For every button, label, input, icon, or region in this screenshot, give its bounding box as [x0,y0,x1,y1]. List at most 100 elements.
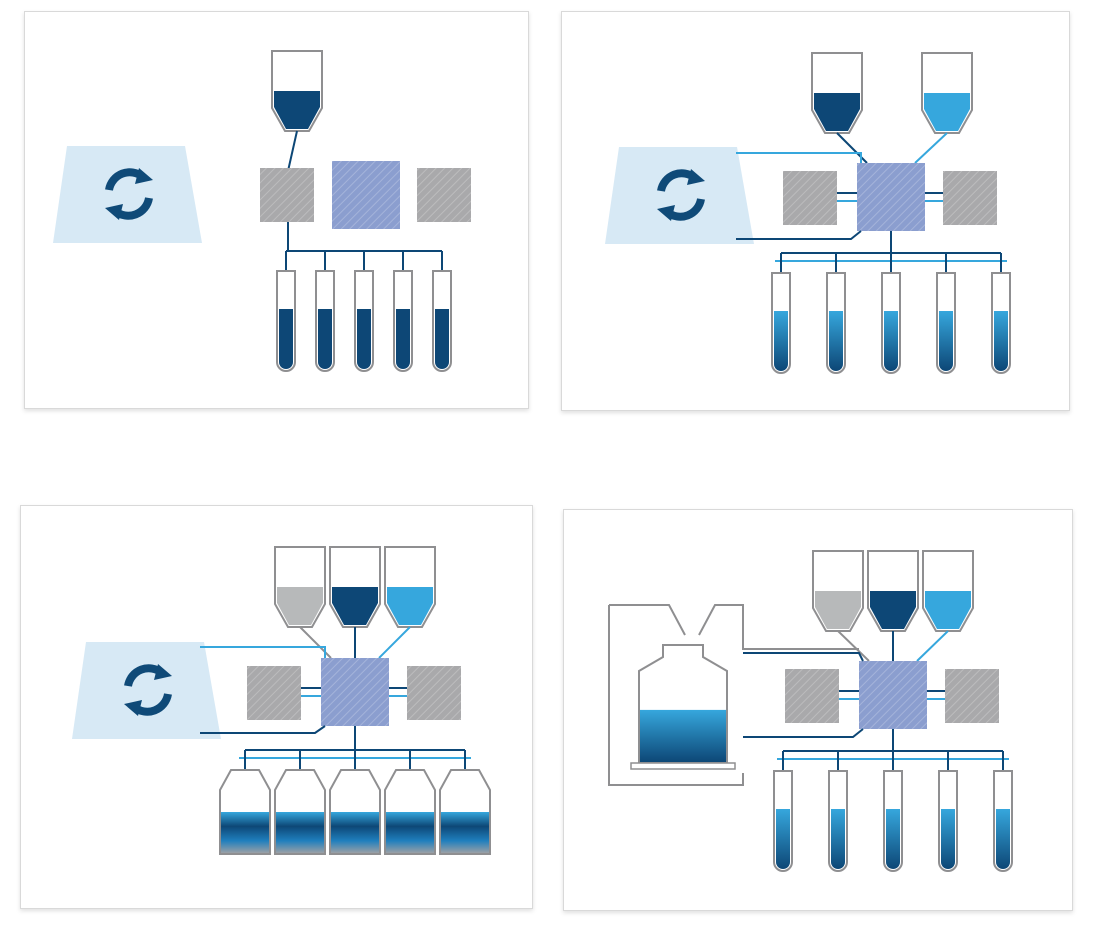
side-module-right-hatch [417,168,471,222]
bottle-fluid [441,812,489,853]
hopper-container-icon [922,550,974,632]
hub-module [859,661,927,729]
bottle-fluid [276,812,324,853]
vessel-fluid [640,709,726,762]
side-module-left-hatch [783,171,837,225]
bottle-icon [329,769,381,855]
hopper-container-icon [384,546,436,628]
tube-fluid [774,311,788,371]
recycle-arrows-icon [124,664,172,716]
diagram-panel [563,509,1073,911]
hub-module-hatch [857,163,925,231]
recycle-feed-line [736,152,862,163]
diagram-panel [20,505,533,909]
hub-module [332,161,400,229]
hopper-container-icon [812,550,864,632]
side-module-right [417,168,471,222]
hopper-fluid [387,587,433,625]
test-tube-icon [315,270,335,372]
recycle-arrowhead-bottom [124,700,142,716]
hub-module-hatch [859,661,927,729]
tube-fluid [939,311,953,371]
recycle-arrowhead-top [135,168,153,184]
source-to-hub-line [378,626,411,659]
diagram-panel [561,11,1070,411]
side-module-right [407,666,461,720]
vessel-enclosure-top [609,604,859,650]
diagram-panel [24,11,529,409]
recycle-arrowhead-bottom [105,204,123,220]
bottle-fluid [221,812,269,853]
panel-content [20,505,533,909]
test-tube-icon [771,272,791,374]
source-to-hub-line [916,630,949,662]
bottle-icon [384,769,436,855]
bottle-icon [274,769,326,855]
tube-fluid [357,309,371,369]
hopper-fluid [925,591,971,629]
recycle-return-line [736,230,862,240]
recycle-arrows-icon [657,169,705,221]
side-module-right-hatch [943,171,997,225]
tube-fluid [996,809,1010,869]
panel-content [561,11,1070,411]
test-tube-icon [393,270,413,372]
tube-fluid [279,309,293,369]
side-module-right-hatch [945,669,999,723]
tube-fluid [776,809,790,869]
recycle-block [72,642,221,739]
hopper-container-icon [271,50,323,132]
test-tube-icon [828,770,848,872]
test-tube-icon [773,770,793,872]
source-to-hub-line [287,130,298,172]
bottle-fluid [386,812,434,853]
test-tube-icon [881,272,901,374]
tube-fluid [396,309,410,369]
recycle-background [72,642,221,739]
source-to-hub-line [914,132,948,164]
side-module-left [783,171,837,225]
hub-module-hatch [332,161,400,229]
test-tube-icon [991,272,1011,374]
test-tube-icon [826,272,846,374]
side-module-right [945,669,999,723]
recycle-return-line [200,725,326,734]
hopper-fluid [924,93,970,131]
hopper-fluid [332,587,378,625]
recycle-arrowhead-bottom [657,205,675,221]
vessel-feed-line [743,652,864,662]
side-module-left [247,666,301,720]
recycle-background [53,146,202,243]
vessel-enclosure-side [608,605,744,786]
bottle-icon [439,769,491,855]
tube-fluid [941,809,955,869]
tube-fluid [994,311,1008,371]
side-module-left [785,669,839,723]
hopper-container-icon [921,52,973,134]
side-module-left-hatch [785,669,839,723]
tube-fluid [831,809,845,869]
panel-content [24,11,529,409]
panel-content [563,509,1073,911]
hopper-fluid [815,591,861,629]
side-module-left-hatch [247,666,301,720]
test-tube-icon [936,272,956,374]
hub-module [857,163,925,231]
hopper-fluid [274,91,320,129]
test-tube-icon [993,770,1013,872]
hopper-fluid [870,591,916,629]
hopper-container-icon [274,546,326,628]
source-to-hub-line [837,630,870,662]
recycle-arrows-icon [105,168,153,220]
hopper-container-icon [867,550,919,632]
hopper-fluid [814,93,860,131]
side-module-right-hatch [407,666,461,720]
bottle-fluid [331,812,379,853]
tube-fluid [829,311,843,371]
hub-module-hatch [321,658,389,726]
recycle-arrowhead-top [154,664,172,680]
hopper-fluid [277,587,323,625]
test-tube-icon [883,770,903,872]
recycle-background [605,147,754,244]
